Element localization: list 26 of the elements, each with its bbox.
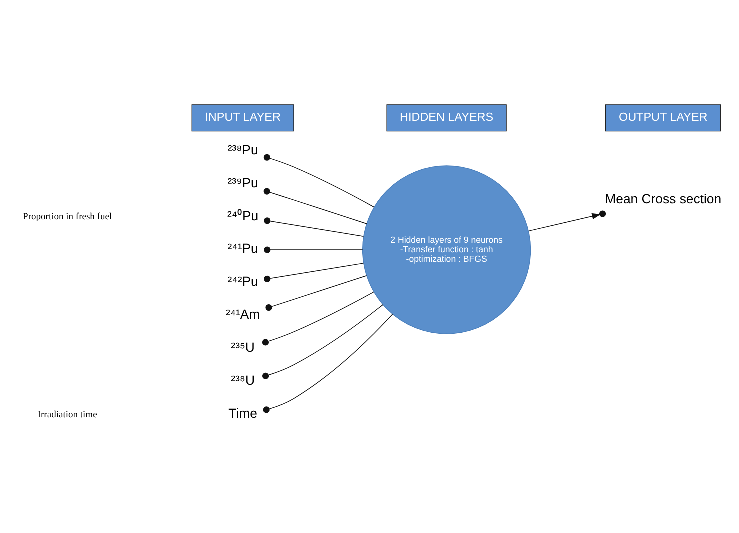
connector [264, 218, 364, 237]
node-box: OUTPUT LAYER [605, 104, 722, 132]
connector [264, 154, 375, 208]
node-text: ²⁴²Pu [228, 274, 258, 290]
node-circle: 2 Hidden layers of 9 neurons -Transfer function : tanh -optimization : BFGS [362, 166, 532, 334]
connector [262, 292, 374, 346]
node-text: ²³⁹Pu [228, 175, 258, 190]
node-text: Mean Cross section [605, 191, 722, 206]
node-text: ²³⁵U [231, 340, 255, 356]
connector [264, 263, 364, 282]
arrow [528, 210, 606, 232]
node-text: ²⁴⁰Pu [227, 208, 259, 224]
label: Irradiation time [38, 410, 98, 420]
connector [263, 314, 394, 414]
connector [266, 276, 368, 312]
connector [262, 304, 384, 380]
node-text: ²⁴¹Pu [228, 241, 258, 256]
label: Proportion in fresh fuel [23, 212, 112, 223]
node-text: ²³⁸Pu [228, 142, 258, 158]
node-text: ²³⁸U [231, 373, 255, 388]
node-box: HIDDEN LAYERS [386, 104, 507, 132]
node-text: Time [228, 406, 258, 422]
connector [264, 188, 368, 224]
connector [264, 246, 364, 254]
node-box: INPUT LAYER [192, 104, 294, 132]
node-text: ²⁴¹Am [226, 307, 260, 322]
